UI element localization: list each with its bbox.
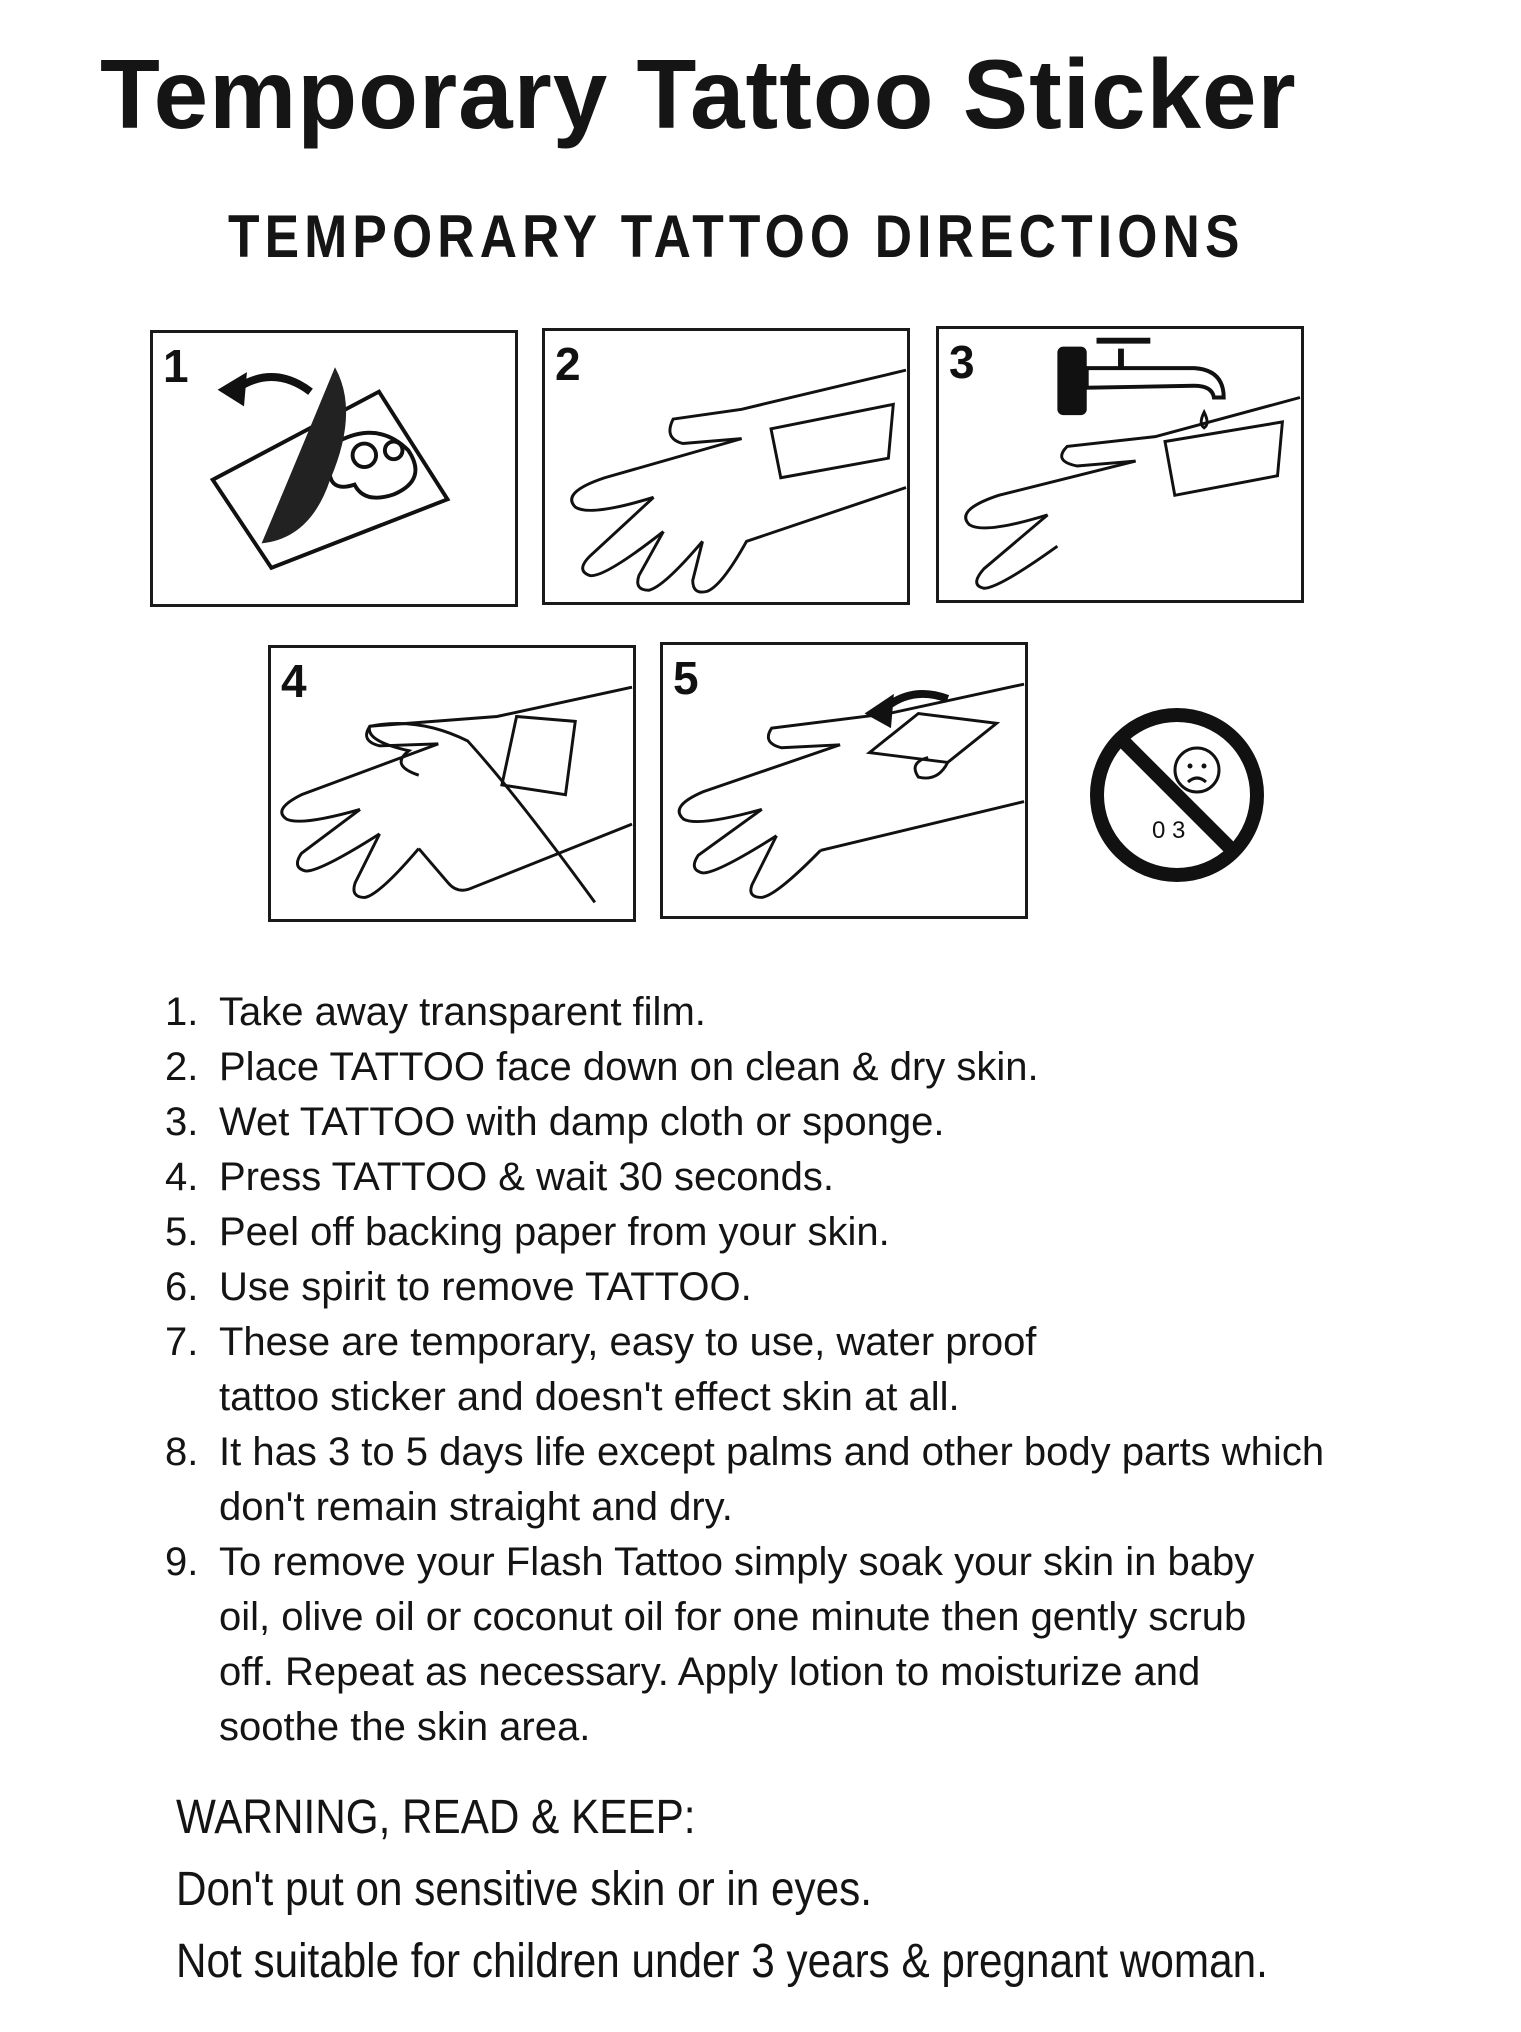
warning-line-2: Not suitable for children under 3 years … — [176, 1935, 1268, 1988]
step-number: 3 — [949, 336, 975, 388]
item-number: 2. — [165, 1045, 199, 1089]
wet-with-water-icon — [964, 337, 1301, 590]
step-panel-2: 2 — [542, 328, 910, 605]
warning-block: WARNING, READ & KEEP: Don't put on sensi… — [176, 1782, 1268, 1998]
item-text: Peel off backing paper from your skin. — [219, 1210, 890, 1254]
item-number: 6. — [165, 1265, 199, 1309]
item-text: To remove your Flash Tattoo simply soak … — [219, 1540, 1255, 1749]
step-number: 1 — [163, 340, 189, 392]
item-text: Place TATTOO face down on clean & dry sk… — [219, 1045, 1039, 1089]
step-panel-5: 5 — [660, 642, 1028, 919]
list-item: 6. Use spirit to remove TATTOO. — [165, 1260, 1179, 1315]
page-title: Temporary Tattoo Sticker — [100, 39, 1297, 149]
step-panel-4: 4 — [268, 645, 636, 922]
no-under-3-icon: 0 3 — [1090, 708, 1264, 882]
item-text: Wet TATTOO with damp cloth or sponge. — [219, 1100, 945, 1144]
list-item: 1. Take away transparent film. — [165, 985, 1179, 1040]
press-icon — [280, 685, 633, 904]
warning-line-1: Don't put on sensitive skin or in eyes. — [176, 1863, 872, 1916]
list-item: 9. To remove your Flash Tattoo simply soa… — [165, 1535, 1279, 1755]
item-number: 8. — [165, 1430, 199, 1474]
warning-heading: WARNING, READ & KEEP: — [176, 1791, 696, 1844]
item-number: 5. — [165, 1210, 199, 1254]
age-label: 0 3 — [1152, 817, 1185, 844]
step-number: 4 — [281, 655, 307, 707]
item-text: These are temporary, easy to use, water … — [219, 1320, 1037, 1419]
list-item: 5. Peel off backing paper from your skin. — [165, 1205, 1179, 1260]
peel-backing-icon — [677, 682, 1025, 899]
item-number: 4. — [165, 1155, 199, 1199]
item-text: Take away transparent film. — [219, 990, 706, 1034]
list-item: 7. These are temporary, easy to use, wate… — [165, 1315, 1139, 1425]
item-text: Press TATTOO & wait 30 seconds. — [219, 1155, 835, 1199]
step-number: 5 — [673, 652, 699, 704]
item-text: Use spirit to remove TATTOO. — [219, 1265, 752, 1309]
step-number: 2 — [555, 338, 581, 390]
list-item: 2. Place TATTOO face down on clean & dry … — [165, 1040, 1179, 1095]
place-on-hand-icon — [570, 368, 907, 594]
list-item: 8. It has 3 to 5 days life except palms a… — [165, 1425, 1369, 1535]
item-number: 9. — [165, 1540, 199, 1584]
list-item: 4. Press TATTOO & wait 30 seconds. — [165, 1150, 1179, 1205]
item-number: 3. — [165, 1100, 199, 1144]
item-text: It has 3 to 5 days life except palms and… — [219, 1430, 1325, 1529]
peel-film-icon — [209, 367, 451, 571]
step-panel-1: 1 — [150, 330, 518, 607]
instructions-list: 1. Take away transparent film. 2. Place TA… — [165, 985, 1365, 1755]
item-number: 7. — [165, 1320, 199, 1364]
directions-subtitle: TEMPORARY TATTOO DIRECTIONS — [228, 203, 1245, 270]
item-number: 1. — [165, 990, 199, 1034]
list-item: 3. Wet TATTOO with damp cloth or sponge. — [165, 1095, 1179, 1150]
step-panel-3: 3 — [936, 326, 1304, 603]
